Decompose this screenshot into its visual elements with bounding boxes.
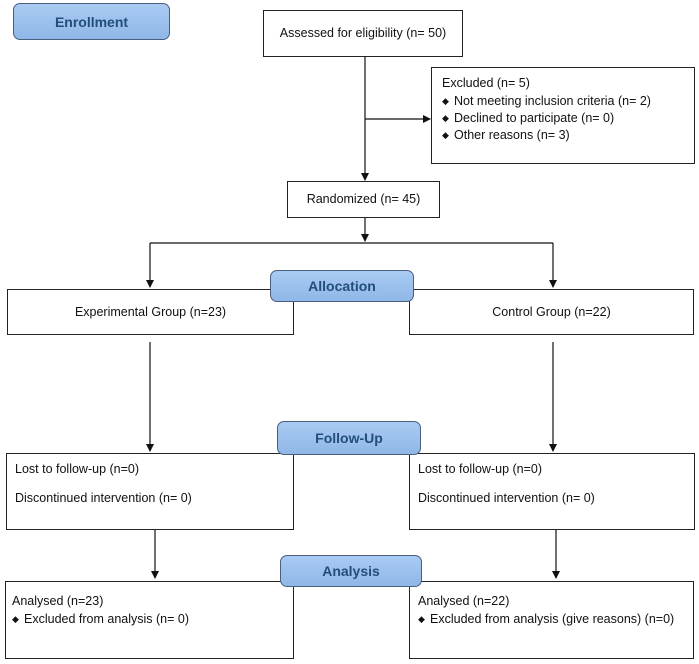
follow-up-stage-label: Follow-Up	[277, 421, 421, 455]
bullet-icon: ◆	[442, 96, 449, 106]
control-discontinued-text: Discontinued intervention (n= 0)	[418, 491, 595, 505]
assessed-text: Assessed for eligibility (n= 50)	[279, 26, 447, 40]
allocation-stage-label: Allocation	[270, 270, 414, 302]
control-group-box: Control Group (n=22)	[409, 289, 694, 335]
experimental-lost-text: Lost to follow-up (n=0)	[15, 462, 140, 476]
bullet-icon: ◆	[418, 614, 425, 624]
bullet-icon: ◆	[442, 113, 449, 123]
bullet-icon: ◆	[12, 614, 19, 624]
enrollment-stage-label: Enrollment	[13, 3, 170, 40]
excluded-title: Excluded (n= 5)	[442, 76, 530, 90]
excluded-reason-text: Other reasons (n= 3)	[454, 128, 570, 142]
control-lost-text: Lost to follow-up (n=0)	[418, 462, 543, 476]
analysis-stage-label: Analysis	[280, 555, 422, 587]
control-excluded-analysis-item: ◆ Excluded from analysis (give reasons) …	[418, 612, 689, 627]
experimental-analysis-box: Analysed (n=23) ◆ Excluded from analysis…	[5, 581, 294, 659]
control-group-text: Control Group (n=22)	[492, 304, 611, 319]
experimental-excluded-analysis-text: Excluded from analysis (n= 0)	[24, 612, 190, 626]
control-followup-box: Lost to follow-up (n=0) Discontinued int…	[409, 453, 695, 530]
experimental-group-text: Experimental Group (n=23)	[74, 304, 227, 319]
experimental-excluded-analysis-item: ◆ Excluded from analysis (n= 0)	[12, 612, 285, 627]
excluded-reason-item: ◆ Not meeting inclusion criteria (n= 2)	[442, 94, 686, 109]
experimental-discontinued-text: Discontinued intervention (n= 0)	[15, 491, 192, 505]
experimental-group-box: Experimental Group (n=23)	[7, 289, 294, 335]
assessed-box: Assessed for eligibility (n= 50)	[263, 10, 463, 57]
excluded-reason-item: ◆ Other reasons (n= 3)	[442, 128, 686, 143]
excluded-reason-item: ◆ Declined to participate (n= 0)	[442, 111, 686, 126]
experimental-followup-box: Lost to follow-up (n=0) Discontinued int…	[6, 453, 294, 530]
control-analysed-text: Analysed (n=22)	[418, 594, 510, 608]
randomized-text: Randomized (n= 45)	[306, 192, 421, 206]
excluded-reason-text: Declined to participate (n= 0)	[454, 111, 615, 125]
excluded-box: Excluded (n= 5) ◆ Not meeting inclusion …	[431, 67, 695, 164]
excluded-reasons-list: ◆ Not meeting inclusion criteria (n= 2) …	[442, 94, 686, 143]
excluded-reason-text: Not meeting inclusion criteria (n= 2)	[454, 94, 651, 108]
experimental-analysed-text: Analysed (n=23)	[12, 594, 104, 608]
randomized-box: Randomized (n= 45)	[287, 181, 440, 218]
bullet-icon: ◆	[442, 130, 449, 140]
control-excluded-analysis-text: Excluded from analysis (give reasons) (n…	[430, 612, 675, 626]
control-analysis-box: Analysed (n=22) ◆ Excluded from analysis…	[409, 581, 694, 659]
